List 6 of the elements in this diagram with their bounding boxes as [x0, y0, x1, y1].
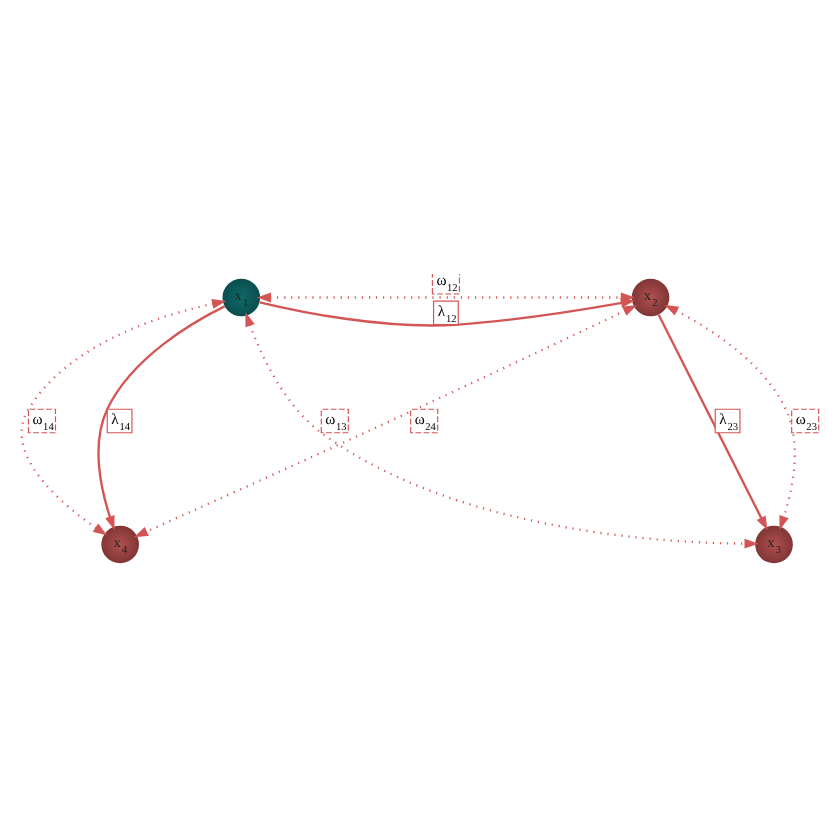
arrow: [664, 303, 796, 530]
arrow: [20, 298, 227, 535]
arrow: [245, 311, 759, 548]
arrow: [657, 313, 768, 530]
arrow: [97, 304, 226, 530]
arrow: [133, 304, 638, 537]
